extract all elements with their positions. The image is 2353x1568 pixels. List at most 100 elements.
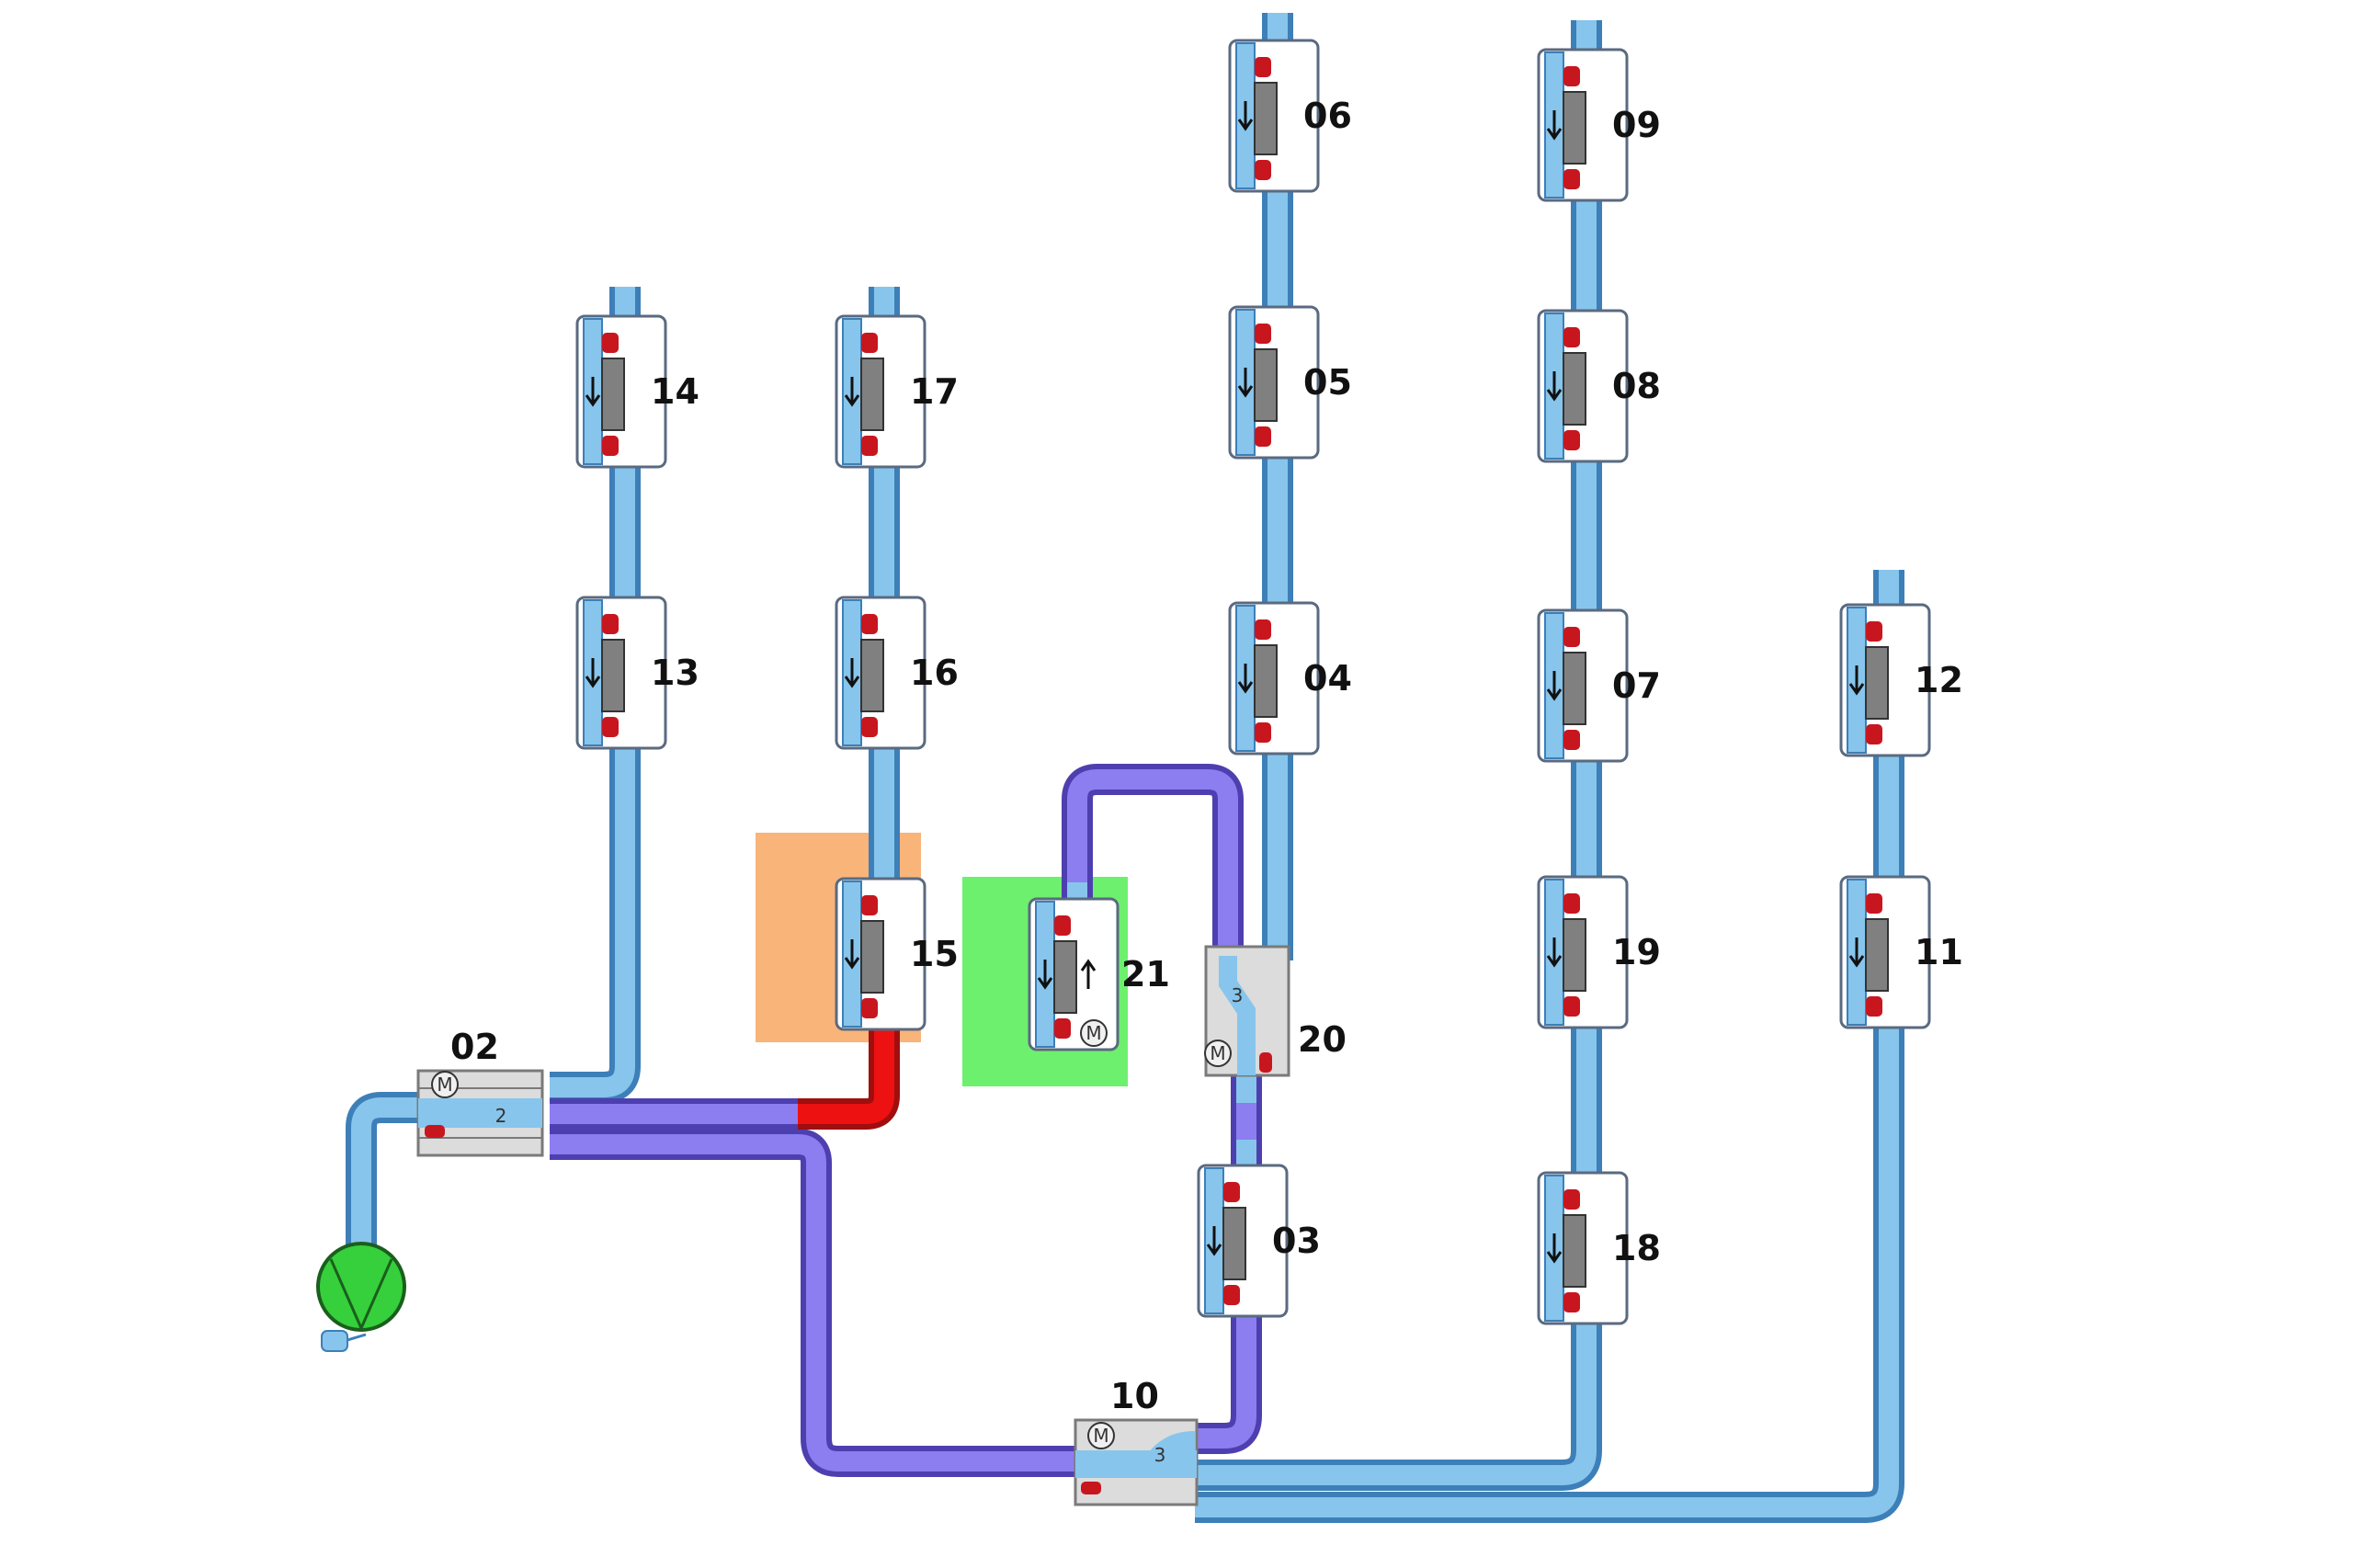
station-core	[1563, 352, 1586, 426]
station-09[interactable]: 09	[1537, 48, 1661, 202]
seal-indicator	[1563, 327, 1580, 347]
station-21[interactable]: M21	[1028, 897, 1170, 1051]
seal-indicator	[602, 436, 619, 456]
diverter-label: 10	[1110, 1376, 1159, 1416]
seal-indicator	[1563, 169, 1580, 189]
station-18[interactable]: 18	[1537, 1171, 1661, 1325]
diverter-label: 20	[1298, 1019, 1347, 1060]
up-arrow-icon	[1080, 959, 1097, 989]
station-label: 18	[1612, 1228, 1661, 1268]
blower[interactable]	[316, 1242, 406, 1352]
station-core	[860, 639, 884, 712]
down-arrow-icon	[585, 658, 601, 688]
motor-label: M	[1093, 1425, 1108, 1447]
station-07[interactable]: 07	[1537, 608, 1661, 763]
station-06[interactable]: 06	[1228, 39, 1352, 193]
seal-indicator	[1081, 1482, 1101, 1494]
station-core	[1563, 918, 1586, 992]
seal-indicator	[602, 333, 619, 353]
seal-indicator	[1255, 160, 1271, 180]
station-14[interactable]: 14	[575, 314, 699, 469]
station-label: 07	[1612, 665, 1661, 706]
down-arrow-icon	[1546, 110, 1563, 141]
seal-indicator	[425, 1125, 445, 1138]
seal-indicator	[1563, 66, 1580, 86]
station-label: 21	[1121, 954, 1170, 994]
idle-pipes	[346, 13, 1904, 1523]
down-arrow-icon	[1848, 937, 1865, 968]
motor-icon	[1087, 1422, 1115, 1449]
seal-indicator	[1255, 57, 1271, 77]
down-arrow-icon	[1546, 1233, 1563, 1264]
station-19[interactable]: 19	[1537, 875, 1661, 1029]
seal-indicator	[1563, 730, 1580, 750]
down-arrow-icon	[1546, 371, 1563, 402]
seal-indicator	[861, 436, 878, 456]
diverter-label: 02	[450, 1027, 499, 1067]
seal-indicator	[1259, 1052, 1272, 1073]
station-label: 06	[1303, 96, 1352, 136]
station-12[interactable]: 12	[1839, 603, 1963, 757]
station-label: 03	[1272, 1221, 1321, 1261]
blower-icon	[316, 1242, 406, 1332]
stations-layer: 14 13 17 16 15 M21 06 05 04 03 09 08 07 19 18 12 11	[575, 39, 1963, 1325]
station-label: 17	[910, 371, 959, 412]
station-16[interactable]: 16	[835, 596, 959, 750]
motor-icon	[1204, 1040, 1232, 1067]
station-core	[1563, 91, 1586, 165]
station-core	[1254, 82, 1278, 155]
seal-indicator	[1563, 627, 1580, 647]
seal-indicator	[861, 895, 878, 915]
down-arrow-icon	[1237, 101, 1254, 131]
station-label: 05	[1303, 362, 1352, 403]
station-04[interactable]: 04	[1228, 601, 1352, 756]
seal-indicator	[1054, 915, 1071, 936]
seal-indicator	[1054, 1018, 1071, 1039]
down-arrow-icon	[1037, 960, 1053, 990]
diverter-20[interactable]: 3 M 20	[1204, 945, 1347, 1077]
station-core	[1865, 646, 1889, 720]
motor-icon	[1080, 1019, 1108, 1047]
station-core	[1563, 1214, 1586, 1288]
station-label: 14	[651, 371, 699, 412]
station-17[interactable]: 17	[835, 314, 959, 469]
seal-indicator	[1255, 722, 1271, 743]
seal-indicator	[1563, 996, 1580, 1017]
seal-indicator	[1866, 996, 1882, 1017]
station-03[interactable]: 03	[1197, 1164, 1321, 1318]
station-label: 08	[1612, 366, 1661, 406]
diverter-10[interactable]: M 3 10	[1074, 1376, 1199, 1506]
station-core	[1254, 348, 1278, 422]
seal-indicator	[1223, 1285, 1240, 1305]
seal-indicator	[1866, 621, 1882, 642]
diverter-02[interactable]: M 2 02	[416, 1027, 544, 1157]
filter-icon	[321, 1330, 348, 1352]
station-core	[601, 358, 625, 431]
seal-indicator	[1563, 1189, 1580, 1210]
station-11[interactable]: 11	[1839, 875, 1963, 1029]
seal-indicator	[1255, 324, 1271, 344]
seal-indicator	[1223, 1182, 1240, 1202]
station-15[interactable]: 15	[835, 877, 959, 1031]
station-core	[1053, 940, 1077, 1014]
station-core	[860, 920, 884, 994]
down-arrow-icon	[1848, 665, 1865, 696]
station-core	[601, 639, 625, 712]
seal-indicator	[602, 614, 619, 634]
down-arrow-icon	[1237, 368, 1254, 398]
motor-icon	[431, 1071, 459, 1098]
station-05[interactable]: 05	[1228, 305, 1352, 460]
station-core	[1563, 652, 1586, 725]
station-13[interactable]: 13	[575, 596, 699, 750]
station-08[interactable]: 08	[1537, 309, 1661, 463]
station-core	[860, 358, 884, 431]
seal-indicator	[1255, 619, 1271, 640]
down-arrow-icon	[1237, 664, 1254, 694]
down-arrow-icon	[1546, 937, 1563, 968]
station-core	[1254, 644, 1278, 718]
station-label: 13	[651, 653, 699, 693]
diverter-ways: 3	[1232, 984, 1244, 1006]
station-label: 09	[1612, 105, 1661, 145]
station-label: 16	[910, 653, 959, 693]
seal-indicator	[861, 998, 878, 1018]
